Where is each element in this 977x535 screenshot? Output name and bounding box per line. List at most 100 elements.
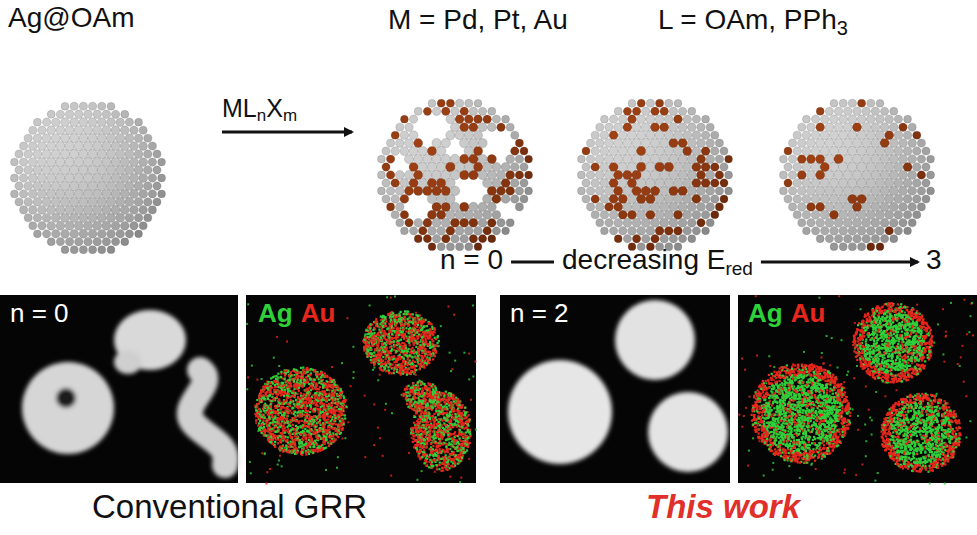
atom — [614, 107, 622, 115]
noise-dot — [350, 385, 352, 387]
atom — [15, 198, 23, 206]
eds-dot — [327, 418, 329, 420]
atom — [382, 147, 390, 155]
atom — [844, 107, 853, 116]
atom — [33, 214, 42, 223]
atom — [465, 99, 473, 107]
eds-dot — [326, 389, 328, 391]
atom — [42, 134, 51, 143]
noise-dot — [468, 378, 470, 380]
noise-dot — [369, 305, 371, 307]
atom — [130, 126, 138, 134]
atom — [650, 218, 659, 227]
atom — [492, 210, 501, 219]
eds-dot — [272, 443, 274, 445]
atom — [651, 234, 660, 243]
atom — [102, 221, 111, 230]
atom — [894, 227, 902, 235]
atom — [715, 203, 723, 211]
atom — [42, 150, 51, 159]
atom — [798, 123, 806, 131]
atom — [793, 131, 801, 139]
noise-dot — [468, 458, 470, 460]
noise-dot — [256, 379, 258, 381]
atom — [591, 211, 599, 219]
atom — [111, 126, 120, 135]
noise-dot — [449, 352, 451, 354]
eds-dot — [314, 397, 316, 399]
atom — [806, 170, 815, 179]
atom — [628, 226, 637, 235]
atom — [492, 227, 500, 235]
atom — [779, 171, 787, 179]
atom — [913, 211, 921, 219]
eds-dot — [284, 384, 286, 386]
atom — [922, 147, 930, 155]
atom — [811, 115, 819, 123]
atom — [802, 162, 811, 171]
atom — [56, 238, 64, 246]
atom — [913, 147, 922, 156]
atom — [441, 218, 450, 227]
atom — [619, 227, 628, 236]
atom — [866, 115, 875, 124]
atom — [428, 243, 436, 251]
atom — [711, 195, 720, 204]
atom — [139, 142, 148, 151]
atom — [409, 115, 417, 123]
atom — [788, 171, 797, 180]
atom — [711, 147, 720, 156]
atom — [904, 115, 912, 123]
atom — [816, 123, 825, 132]
atom — [857, 115, 866, 124]
atom — [515, 155, 523, 163]
atom — [586, 155, 594, 163]
atom — [802, 115, 810, 123]
noise-dot — [379, 437, 381, 439]
atom — [65, 126, 74, 135]
atom — [432, 218, 441, 227]
atom — [88, 229, 97, 238]
atom — [788, 187, 796, 195]
atom — [83, 173, 93, 183]
atom — [125, 230, 133, 238]
atom — [153, 198, 161, 206]
atom — [70, 246, 78, 254]
noise-dot — [261, 378, 263, 380]
atom — [825, 123, 834, 132]
atom — [669, 218, 678, 227]
atom — [720, 147, 728, 155]
eds-dot — [325, 419, 327, 421]
atom — [637, 226, 646, 235]
noise-dot — [279, 455, 281, 457]
eds-dot — [305, 376, 307, 378]
atom — [793, 147, 802, 156]
atom — [506, 186, 515, 195]
atom — [525, 171, 533, 179]
noise-dot — [384, 409, 386, 411]
atom — [894, 194, 903, 203]
atom — [843, 123, 852, 132]
atom — [135, 118, 143, 126]
noise-dot — [463, 352, 465, 354]
noise-dot — [440, 325, 442, 327]
atom — [701, 162, 710, 171]
atom — [678, 235, 686, 243]
atom — [377, 187, 385, 195]
atom — [715, 155, 723, 163]
atom — [139, 126, 147, 134]
atom — [871, 218, 880, 227]
atom — [129, 189, 138, 198]
eds-dot — [300, 371, 302, 373]
noise-dot — [278, 460, 280, 462]
atom — [460, 123, 469, 132]
eds-dot — [300, 367, 302, 369]
atom — [600, 194, 609, 203]
noise-dot — [255, 422, 257, 424]
atom — [488, 235, 496, 243]
noise-dot — [247, 303, 249, 305]
noise-dot — [390, 297, 392, 299]
atom — [853, 234, 862, 243]
atom — [37, 158, 46, 167]
atom — [788, 155, 796, 163]
